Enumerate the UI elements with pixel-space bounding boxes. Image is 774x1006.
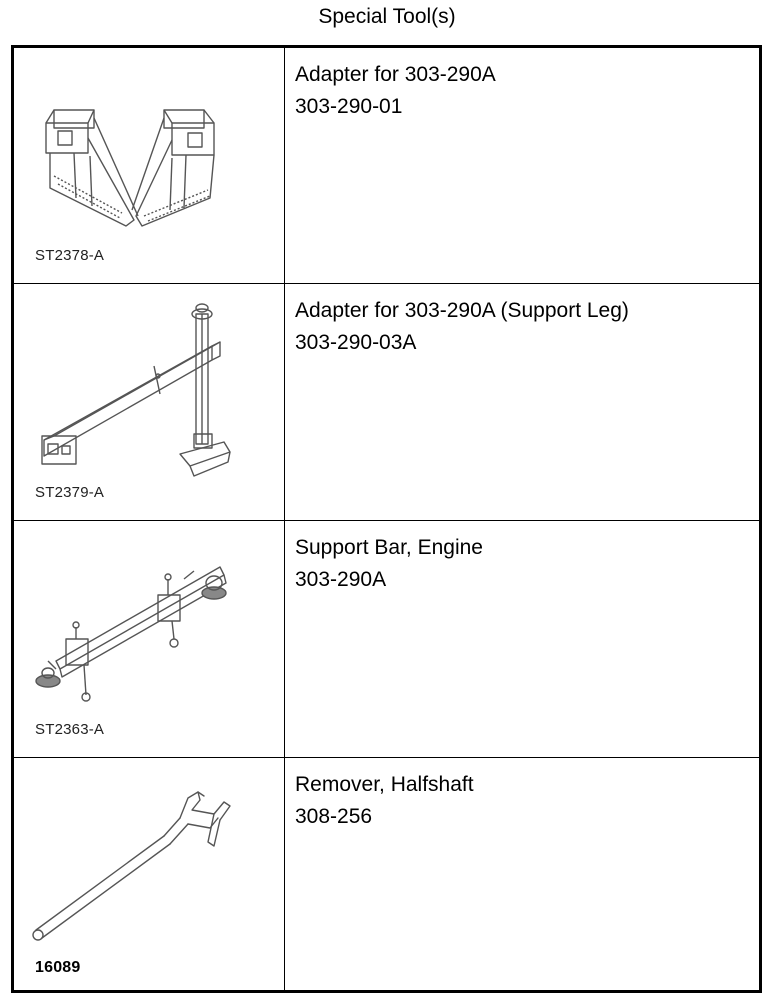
tool-description: Adapter for 303-290A 303-290-01 bbox=[295, 59, 496, 123]
tool-description: Remover, Halfshaft 308-256 bbox=[295, 769, 474, 833]
tool-number: 303-290A bbox=[295, 568, 387, 591]
tool-image-code: 16089 bbox=[35, 959, 81, 976]
tool-image-cell: ST2379-A bbox=[14, 284, 285, 520]
tool-image-code: ST2378-A bbox=[35, 247, 105, 264]
tool-image-cell: 16089 bbox=[14, 758, 285, 993]
table-row: ST2378-A Adapter for 303-290A 303-290-01 bbox=[14, 48, 759, 283]
tool-image-cell: ST2378-A bbox=[14, 48, 285, 283]
engine-support-bar-icon bbox=[35, 566, 227, 702]
page-title: Special Tool(s) bbox=[318, 5, 456, 28]
table-row: ST2363-A Support Bar, Engine 303-290A bbox=[14, 520, 759, 757]
table-row: ST2379-A Adapter for 303-290A (Support L… bbox=[14, 283, 759, 520]
table-row: 16089 Remover, Halfshaft 308-256 bbox=[14, 757, 759, 993]
support-leg-icon bbox=[41, 303, 231, 477]
tool-description: Adapter for 303-290A (Support Leg) 303-2… bbox=[295, 295, 629, 359]
tool-name: Adapter for 303-290A (Support Leg) bbox=[295, 299, 629, 322]
tool-name: Remover, Halfshaft bbox=[295, 773, 474, 796]
tool-description: Support Bar, Engine 303-290A bbox=[295, 532, 483, 596]
tool-image-code: ST2363-A bbox=[35, 721, 105, 738]
adapter-brackets-icon bbox=[45, 109, 215, 227]
tool-name: Support Bar, Engine bbox=[295, 536, 483, 559]
tool-image-cell: ST2363-A bbox=[14, 521, 285, 757]
halfshaft-remover-icon bbox=[32, 791, 231, 941]
special-tools-table: ST2378-A Adapter for 303-290A 303-290-01 bbox=[11, 45, 762, 993]
tool-image-code: ST2379-A bbox=[35, 484, 105, 501]
tool-number: 308-256 bbox=[295, 805, 373, 828]
tool-number: 303-290-01 bbox=[295, 95, 403, 118]
tool-name: Adapter for 303-290A bbox=[295, 63, 496, 86]
tool-number: 303-290-03A bbox=[295, 331, 417, 354]
